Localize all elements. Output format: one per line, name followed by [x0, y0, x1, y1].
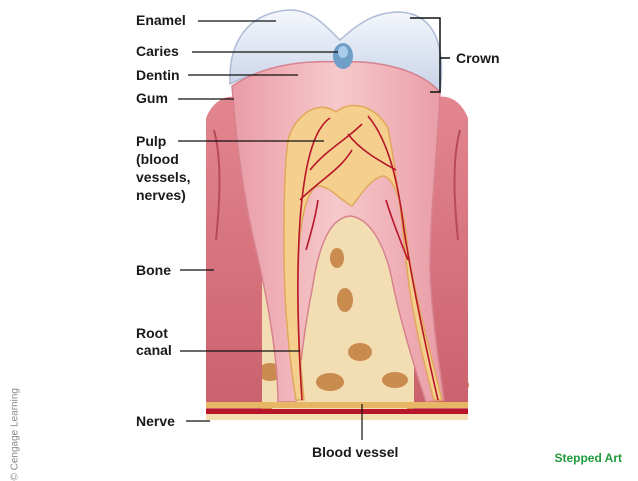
bone-base-strip: [206, 414, 468, 420]
label-blood-vessel: Blood vessel: [312, 444, 398, 461]
label-pulp-line-4: nerves): [136, 187, 186, 204]
caries-highlight: [338, 46, 348, 58]
label-enamel: Enamel: [136, 12, 186, 29]
label-nerve: Nerve: [136, 413, 175, 430]
stepped-art-label: Stepped Art: [554, 451, 622, 465]
blood-vessel-strip: [206, 409, 468, 414]
label-caries: Caries: [136, 43, 179, 60]
label-dentin: Dentin: [136, 67, 180, 84]
label-crown: Crown: [456, 50, 500, 67]
label-gum: Gum: [136, 90, 168, 107]
nerve-strip: [206, 402, 468, 408]
label-root-canal-line-2: canal: [136, 342, 172, 359]
label-pulp-line-2: (blood: [136, 151, 179, 168]
label-bone: Bone: [136, 262, 171, 279]
label-root-canal-line-1: Root: [136, 325, 168, 342]
copyright-credit: © Cengage Learning: [10, 371, 21, 481]
label-pulp-line-3: vessels,: [136, 169, 191, 186]
label-pulp-line-1: Pulp: [136, 133, 166, 150]
